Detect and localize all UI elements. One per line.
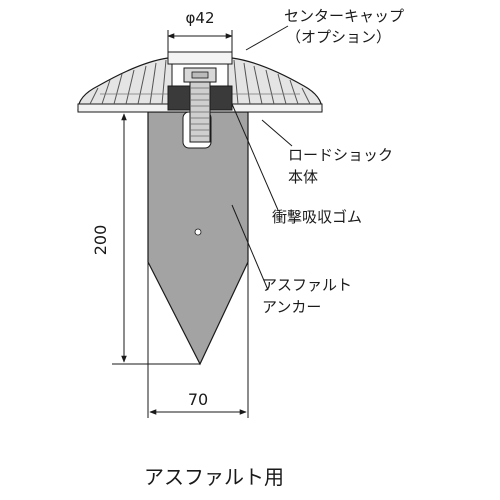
anchor-width-dimension: 70 xyxy=(147,262,249,418)
cap-diameter-dimension: φ42 xyxy=(167,9,233,52)
label-center-cap-option: （オプション） xyxy=(286,28,391,46)
anchor-hole xyxy=(194,228,202,236)
label-rubber: 衝撃吸収ゴム xyxy=(272,208,362,226)
caption: アスファルト用 xyxy=(144,465,284,489)
label-center-cap: センターキャップ xyxy=(284,7,404,25)
leader-rubber xyxy=(231,103,279,211)
anchor-length-dimension: 200 xyxy=(91,111,200,365)
label-anchor: アスファルト xyxy=(262,276,352,294)
label-anchor-2: アンカー xyxy=(262,298,321,316)
leader-body xyxy=(261,119,293,147)
label-body: ロードショック xyxy=(288,146,393,164)
asphalt-anchor xyxy=(147,111,249,366)
bolt xyxy=(189,81,211,143)
leader-center-cap xyxy=(245,25,289,51)
anchor-length-label: 200 xyxy=(91,225,110,256)
label-body-2: 本体 xyxy=(288,168,318,186)
anchor-width-label: 70 xyxy=(188,390,208,409)
cap-diameter-label: φ42 xyxy=(186,9,215,27)
leader-anchor xyxy=(231,204,269,291)
